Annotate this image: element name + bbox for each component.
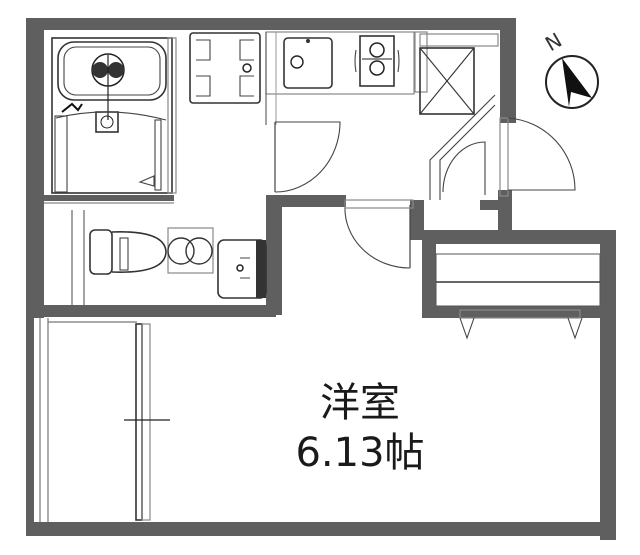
doors [274, 94, 576, 269]
room-area: 6.13帖 [295, 430, 425, 476]
walls [26, 18, 616, 540]
room-label: 洋室 6.13帖 [270, 378, 450, 478]
unit-bath [44, 37, 177, 204]
compass [545, 55, 599, 109]
north-arrow-icon [562, 58, 592, 107]
washer-pan [189, 32, 261, 104]
closet [435, 253, 601, 340]
balcony-window [39, 318, 170, 522]
toilet-room [71, 210, 267, 305]
room-name: 洋室 [320, 380, 400, 426]
kitchen [265, 31, 499, 125]
